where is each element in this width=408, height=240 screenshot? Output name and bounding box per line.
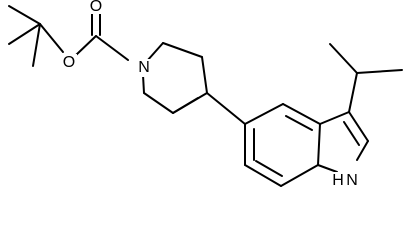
bond-pyrrole-right-upper (348, 111, 369, 142)
atom-labels: O O N H N (61, 0, 362, 190)
tetrahydropyridine-ring (142, 42, 208, 114)
bond-benzene-bottom-left (244, 164, 282, 187)
carbonyl-oxygen-background (88, 0, 104, 14)
ester-oxygen-label: O (63, 54, 75, 71)
bond-benzene-bottom-right (280, 164, 319, 187)
molecule-diagram: O O N H N (8, 0, 403, 190)
indole-h-label: H (332, 172, 344, 189)
tert-butyl-group (8, 5, 64, 67)
ester-oxygen-background (61, 54, 77, 72)
isopropyl-group (329, 43, 403, 113)
bond-benzene-top-left (244, 103, 284, 125)
bond-nitrogen-lower (142, 74, 145, 94)
bond-ring-right-upper (201, 56, 208, 94)
piperidine-nitrogen-label: N (138, 59, 150, 76)
bond-ring-double-inner (172, 97, 199, 114)
bond-benzene-inner-top (285, 115, 313, 131)
bond-carbonyl-carbon-to-nitrogen (95, 35, 129, 61)
bond-ring-bottom (143, 92, 174, 114)
bond-oxygen-to-carbonyl-carbon (75, 35, 97, 56)
bond-ring-to-indole (206, 92, 246, 125)
indole-nh-background (332, 172, 362, 190)
bond-benzene-right (317, 123, 321, 166)
indole-pyrrole-ring (317, 111, 369, 173)
bond-benzene-inner-bottom (255, 160, 283, 177)
indole-n-label: N (346, 172, 358, 189)
indole-benzene-ring (244, 103, 321, 187)
bond-tbutyl-bottom (32, 23, 41, 67)
carbamate-group (75, 12, 129, 61)
bond-isopropyl-left (329, 43, 358, 74)
piperidine-nitrogen-background (136, 59, 152, 77)
bond-tbutyl-to-oxygen (39, 23, 64, 53)
bond-isopropyl-stem (348, 72, 358, 113)
bond-benzene-top-right (282, 103, 321, 125)
carbonyl-oxygen-label: O (90, 0, 102, 15)
bond-tbutyl-top (8, 5, 41, 25)
bond-ring-top (162, 42, 203, 58)
bond-pyrrole-double-inner (343, 121, 360, 146)
bond-isopropyl-right (356, 69, 403, 74)
bond-nitrogen-upper (146, 42, 164, 62)
bond-tbutyl-left (8, 23, 41, 45)
bond-pyrrole-right-lower (356, 140, 369, 161)
bond-pyrrole-top (319, 111, 350, 125)
bond-pyrrole-bottom (317, 164, 338, 173)
indole-linker (206, 92, 246, 125)
